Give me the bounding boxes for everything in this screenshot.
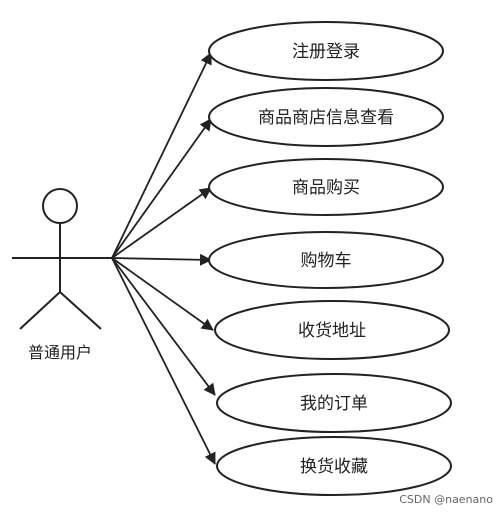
actor-figure — [12, 188, 112, 330]
use-case-label: 购物车 — [301, 251, 352, 271]
use-case-label: 商品购买 — [292, 178, 360, 198]
actor-label: 普通用户 — [28, 343, 92, 362]
arrow-to-use-case-6 — [111, 257, 216, 396]
use-case-label: 我的订单 — [300, 394, 368, 414]
association-arrows — [111, 52, 216, 465]
arrow-to-use-case-2 — [111, 118, 212, 259]
use-case-ellipse — [208, 158, 444, 216]
use-case-label: 换货收藏 — [300, 457, 368, 477]
use-case-ellipse — [208, 231, 444, 289]
arrow-to-use-case-3 — [111, 187, 212, 259]
use-case-label: 收货地址 — [298, 321, 366, 341]
actor-left-leg — [19, 291, 61, 330]
use-case-6: 我的订单 — [216, 373, 452, 433]
arrow-to-use-case-1 — [111, 52, 212, 259]
use-case-label: 注册登录 — [292, 42, 360, 62]
actor-head — [42, 188, 78, 224]
use-case-5: 收货地址 — [214, 300, 450, 360]
use-case-3: 商品购买 — [208, 158, 444, 216]
watermark-text: CSDN @naenano — [399, 493, 493, 506]
use-case-ellipse — [216, 436, 452, 496]
use-case-label: 商品商店信息查看 — [258, 108, 394, 128]
arrow-to-use-case-7 — [111, 257, 216, 465]
use-case-2: 商品商店信息查看 — [208, 87, 444, 147]
use-case-7: 换货收藏 — [216, 436, 452, 496]
use-case-ellipse — [214, 300, 450, 360]
use-case-ellipse — [208, 87, 444, 147]
use-case-ellipse — [216, 373, 452, 433]
arrow-to-use-case-5 — [111, 257, 214, 331]
use-case-4: 购物车 — [208, 231, 444, 289]
arrow-to-use-case-4 — [111, 253, 212, 266]
use-case-ellipse — [208, 21, 444, 81]
actor-right-leg — [59, 291, 102, 330]
use-case-1: 注册登录 — [208, 21, 444, 81]
